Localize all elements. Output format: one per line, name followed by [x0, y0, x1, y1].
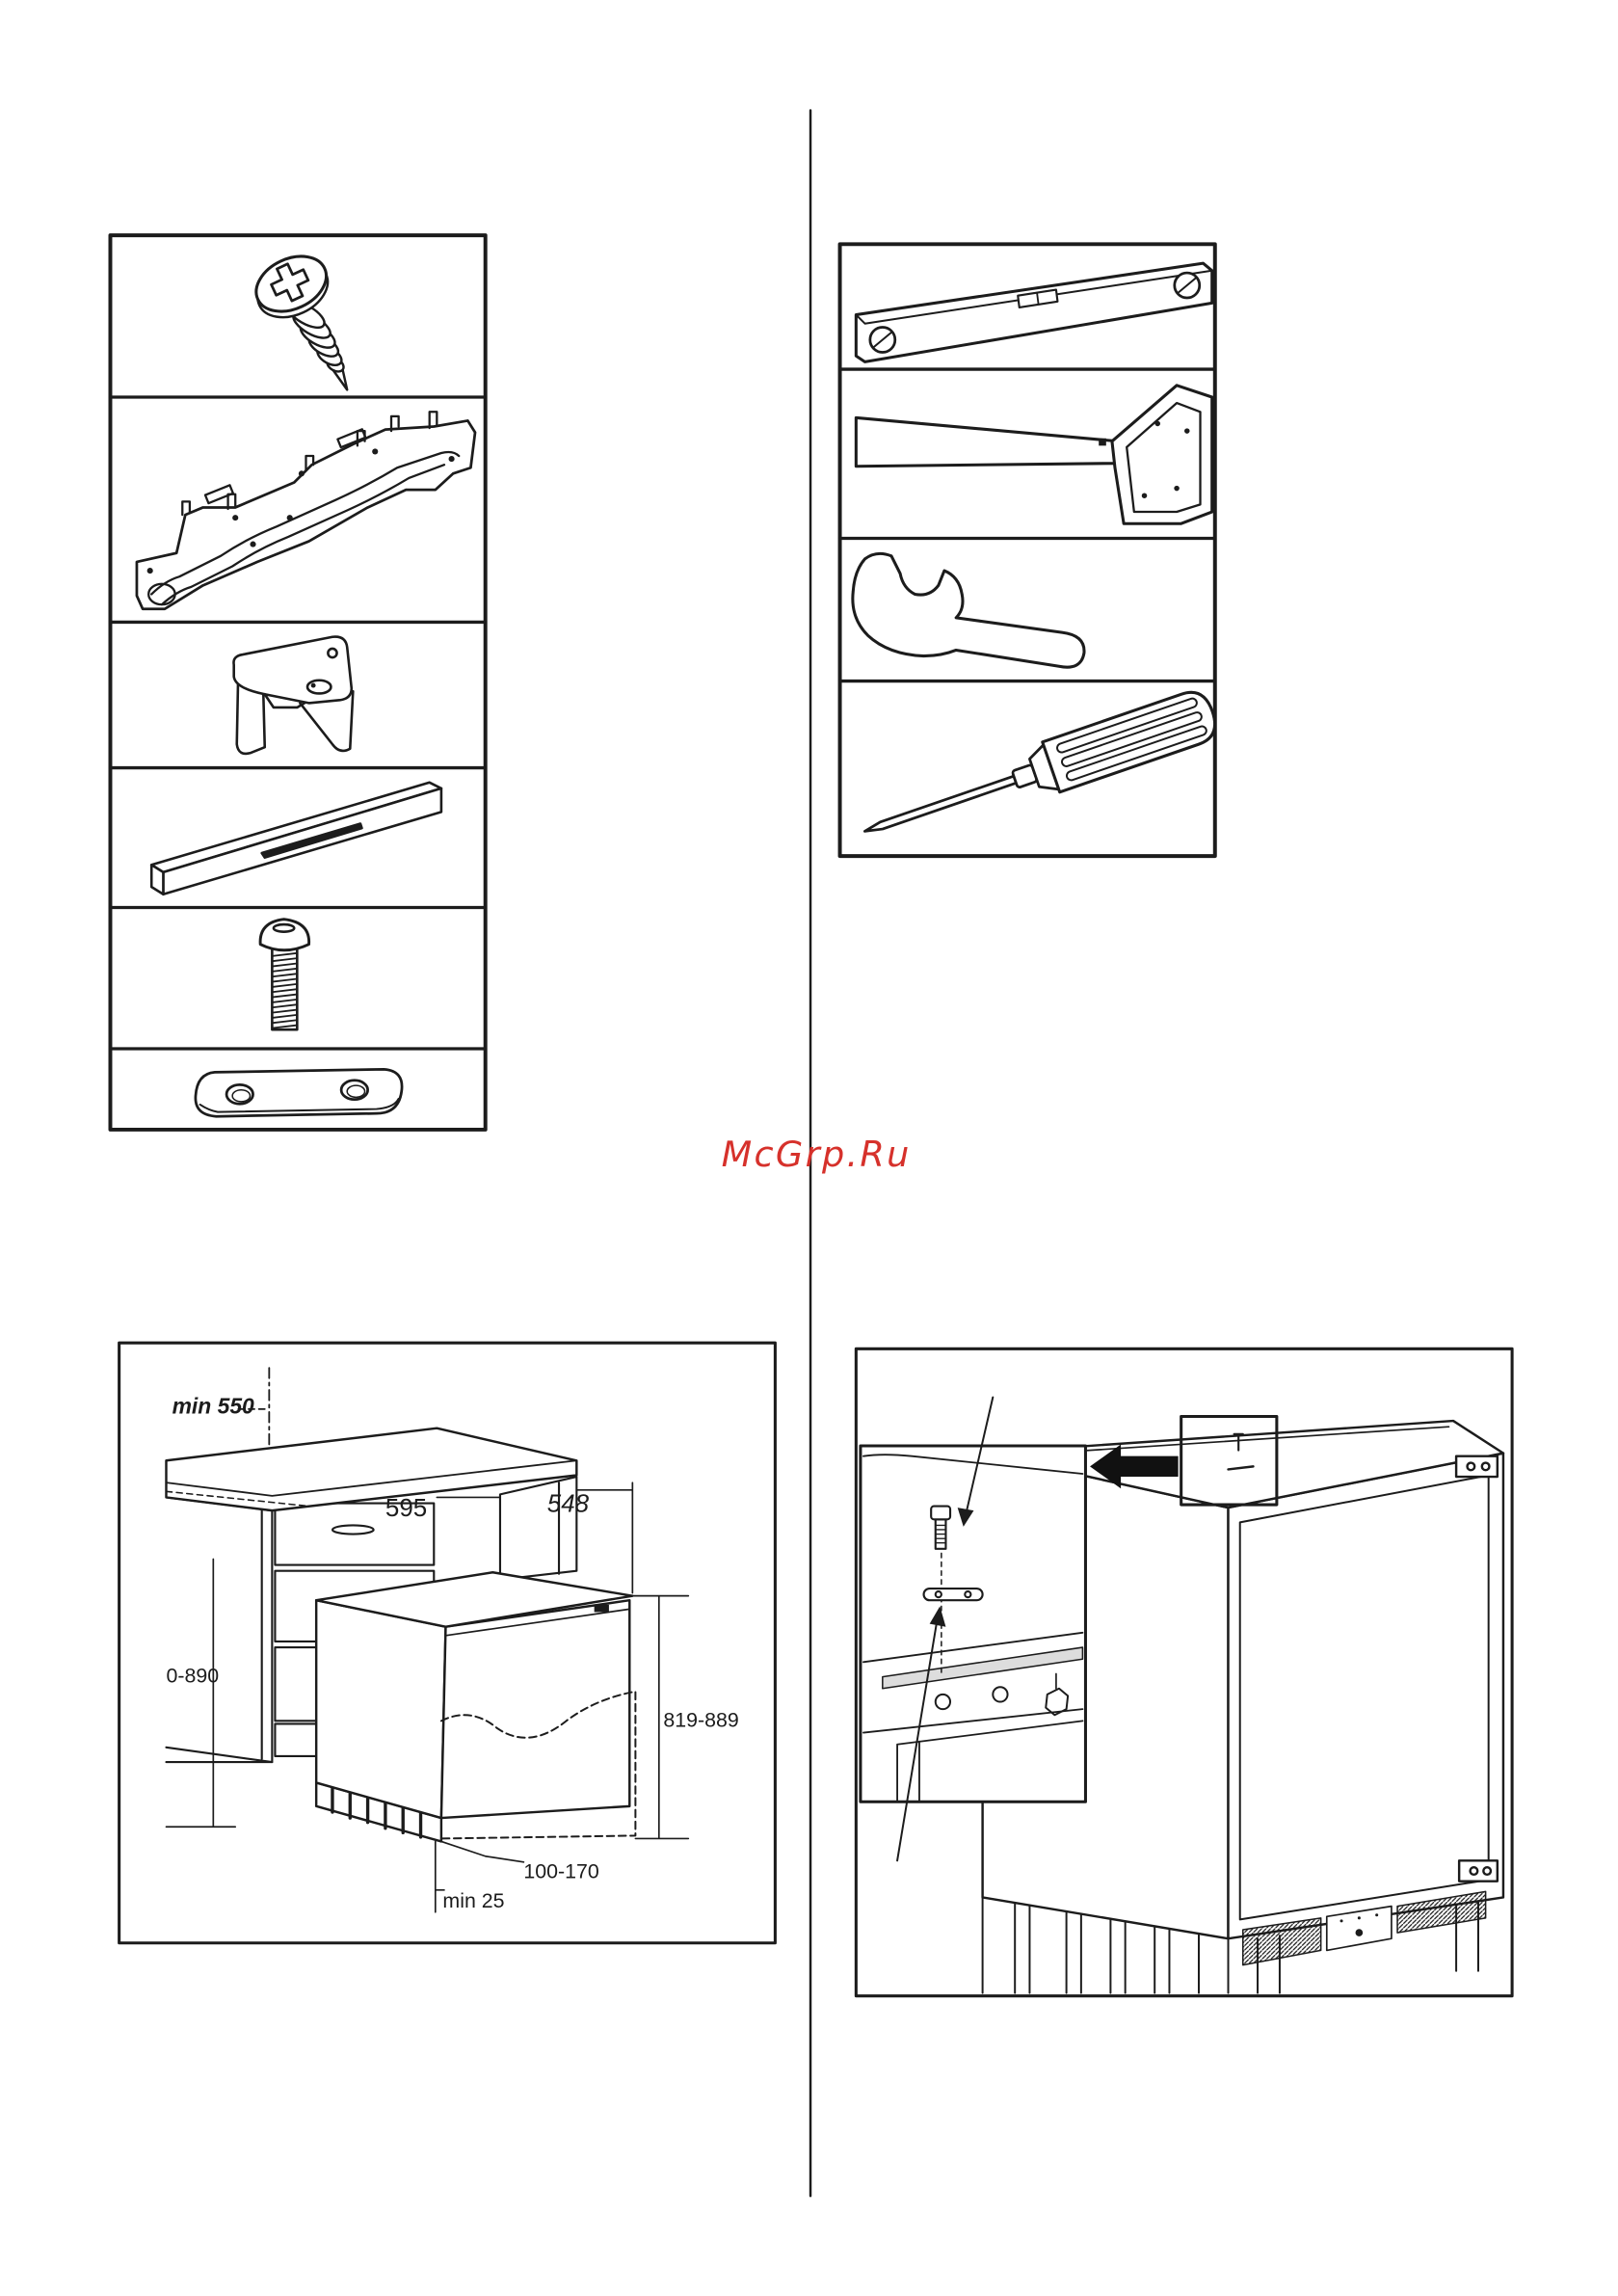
fridge-unit: [316, 1572, 635, 1841]
set-square-icon: [856, 386, 1211, 523]
cover-strip-icon: [151, 783, 441, 894]
worktop-height-label: 0-890: [166, 1665, 219, 1688]
hinge: [1456, 1456, 1498, 1477]
niche-depth-label: 548: [547, 1491, 590, 1518]
door-offset-label: 100-170: [523, 1860, 599, 1883]
min-gap-label: min 25: [442, 1889, 504, 1912]
niche-width-label: 595: [385, 1495, 427, 1522]
watermark: McGrp.Ru: [722, 1134, 912, 1175]
top-fixing-diagram: [856, 1348, 1512, 1995]
wood-screw-icon: [248, 246, 348, 390]
drawer-handle: [332, 1525, 374, 1534]
wrench-icon: [853, 553, 1084, 667]
detail-inset: [861, 1446, 1086, 1802]
bolt-icon: [260, 920, 309, 1029]
spirit-level-icon: [856, 263, 1211, 361]
mounting-bracket-icon: [137, 412, 475, 608]
min-clearance-label: min 550: [172, 1393, 254, 1418]
screwdriver-icon: [856, 686, 1221, 856]
installation-dimensions-diagram: min 550 595 548 0-890 819-889 100-170 mi…: [119, 1343, 776, 1943]
tools-table: [840, 244, 1222, 856]
spacer-plate-icon: [196, 1069, 402, 1116]
niche-height-label: 819-889: [663, 1708, 738, 1731]
fixing-clip-icon: [234, 637, 354, 754]
parts-table: [110, 235, 485, 1130]
plate-icon: [924, 1589, 983, 1600]
